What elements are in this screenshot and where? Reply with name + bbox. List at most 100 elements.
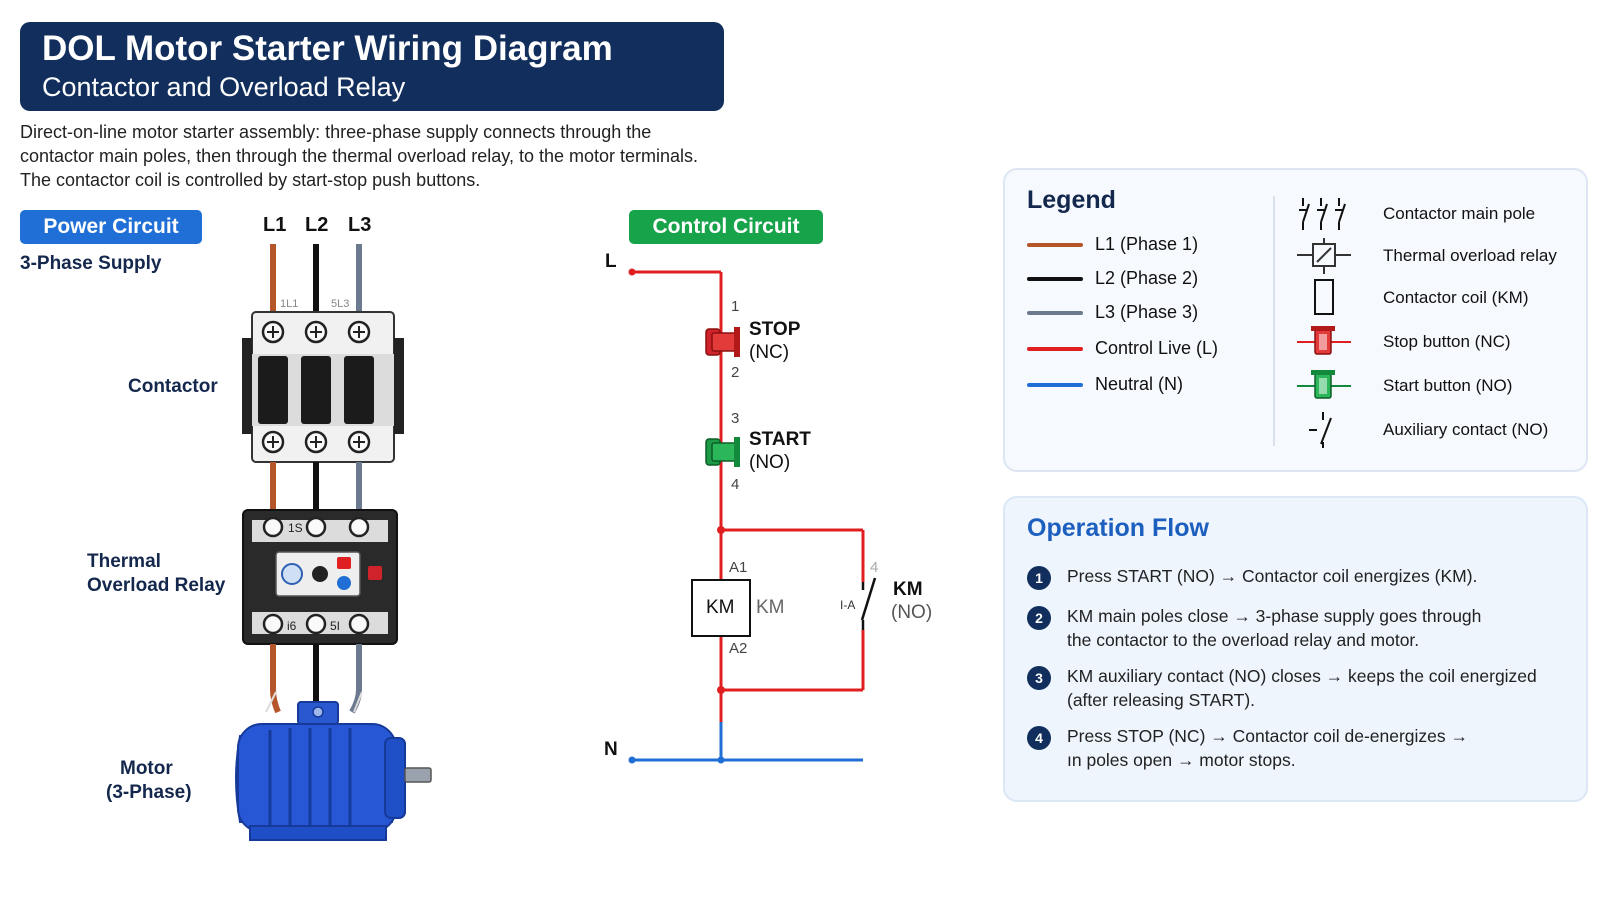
- aux-contact-icon: [860, 577, 877, 630]
- supply-wires: [270, 244, 362, 314]
- step-text: Press STOP (NC) → Contactor coil de-ener…: [1067, 724, 1577, 772]
- legend-wire-l1: L1 (Phase 1): [1027, 232, 1198, 256]
- relay-mark-3: 5I: [330, 619, 340, 633]
- terminal-4: 4: [731, 476, 740, 493]
- legend-card: Legend L1 (Phase 1) L2 (Phase 2) L3 (Pha…: [1003, 168, 1588, 472]
- legend-symbol-label: Thermal overload relay: [1383, 246, 1557, 265]
- wire-swatch: [1027, 311, 1083, 316]
- intro-line-2: contactor main poles, then through the t…: [20, 146, 699, 166]
- stop-button-icon: [705, 327, 740, 357]
- coil-box-label: KM: [706, 597, 735, 618]
- terminal-aux-4: 4: [870, 559, 879, 576]
- step-number-badge: 4: [1027, 726, 1051, 750]
- supply-label: 3-Phase Supply: [20, 253, 162, 274]
- step-line: KM main poles close → 3-phase supply goe…: [1067, 606, 1482, 626]
- relay-mark-1: 1S: [288, 521, 303, 535]
- contactor-label: Contactor: [128, 376, 218, 397]
- legend-symbol-label: Auxiliary contact (NO): [1383, 420, 1549, 439]
- control-l-label: L: [605, 251, 617, 272]
- overload-relay-icon: [1297, 238, 1351, 274]
- terminal-2: 2: [731, 364, 740, 381]
- step-text: Press START (NO) → Contactor coil energi…: [1067, 564, 1577, 588]
- neutral-terminal-dot: [628, 756, 636, 764]
- neutral-junction-dot: [717, 756, 725, 764]
- junction-dot-bottom: [717, 686, 725, 694]
- legend-wire-label: L1 (Phase 1): [1095, 234, 1199, 254]
- stop-type: (NC): [749, 342, 790, 363]
- flow-title: Operation Flow: [1027, 514, 1209, 542]
- start-type: (NO): [749, 452, 791, 473]
- junction-dot-top: [717, 526, 725, 534]
- coil-side-label: KM: [756, 597, 785, 618]
- stop-name: STOP: [749, 319, 801, 340]
- coil-icon: [691, 579, 751, 637]
- motor-label-2: (3-Phase): [106, 782, 192, 803]
- stop-button-icon: [1297, 326, 1351, 355]
- control-live-wire: [632, 270, 865, 722]
- step-line: Press START (NO) → Contactor coil energi…: [1067, 566, 1478, 586]
- wiring-diagram: 1L1 5L3 1S i6 5I: [235, 244, 877, 841]
- terminal-a2: A2: [729, 640, 748, 657]
- live-terminal-dot: [628, 268, 636, 276]
- control-circuit-pill: Control Circuit: [629, 210, 823, 244]
- aux-name: KM: [893, 579, 923, 600]
- step-line: Press STOP (NC) → Contactor coil de-ener…: [1067, 726, 1469, 746]
- control-n-label: N: [604, 739, 618, 760]
- step-line: the contactor to the overload relay and …: [1067, 630, 1420, 650]
- terminal-3: 3: [731, 410, 740, 427]
- page-subtitle: Contactor and Overload Relay: [42, 72, 406, 102]
- overload-label-2: Overload Relay: [87, 575, 226, 596]
- wire-swatch: [1027, 277, 1083, 282]
- legend-wire-label: L3 (Phase 3): [1095, 302, 1199, 322]
- overload-relay-body: [242, 509, 398, 645]
- overload-label-1: Thermal: [87, 551, 161, 572]
- title-banner: DOL Motor Starter Wiring Diagram Contact…: [20, 22, 724, 111]
- legend-wire-label: Control Live (L): [1095, 338, 1219, 358]
- legend-wire-neutral: Neutral (N): [1027, 372, 1183, 396]
- legend-wire-l2: L2 (Phase 2): [1027, 266, 1198, 290]
- legend-title: Legend: [1027, 186, 1116, 214]
- terminal-a1: A1: [729, 559, 748, 576]
- aux-contact-icon: [1309, 412, 1332, 448]
- step-number-badge: 3: [1027, 666, 1051, 690]
- neutral-wire: [632, 722, 863, 762]
- step-line: ın poles open → motor stops.: [1067, 750, 1296, 770]
- step-text: KM main poles close → 3-phase supply goe…: [1067, 604, 1577, 652]
- step-number-badge: 2: [1027, 606, 1051, 630]
- page-title: DOL Motor Starter Wiring Diagram: [42, 29, 613, 68]
- contactor-mark-2: 5L3: [331, 298, 349, 310]
- intro-line-3: The contactor coil is controlled by star…: [20, 170, 481, 190]
- contactor-mark-1: 1L1: [280, 298, 298, 310]
- step-number-badge: 1: [1027, 566, 1051, 590]
- start-name: START: [749, 429, 811, 450]
- wire-swatch: [1027, 347, 1083, 352]
- step-line: KM auxiliary contact (NO) closes → keeps…: [1067, 666, 1537, 686]
- terminal-1: 1: [731, 298, 740, 315]
- motor-body: [235, 701, 432, 841]
- legend-wire-label: L2 (Phase 2): [1095, 268, 1199, 288]
- legend-divider: [1273, 196, 1275, 446]
- legend-wire-l3: L3 (Phase 3): [1027, 300, 1198, 324]
- start-button-icon: [705, 437, 740, 467]
- relay-mark-2: i6: [287, 619, 297, 633]
- phase-l2-label: L2: [305, 214, 329, 236]
- contactor-body: [242, 311, 404, 463]
- intro-text: Direct-on-line motor starter assembly: t…: [20, 120, 780, 192]
- start-button-icon: [1297, 370, 1351, 399]
- wire-swatch: [1027, 243, 1083, 248]
- legend-wire-live: Control Live (L): [1027, 336, 1218, 360]
- legend-symbol-label: Start button (NO): [1383, 376, 1513, 395]
- power-circuit-pill: Power Circuit: [20, 210, 202, 244]
- phase-l1-label: L1: [263, 214, 287, 236]
- step-line: (after releasing START).: [1067, 690, 1256, 710]
- wire-swatch: [1027, 383, 1083, 388]
- legend-wire-label: Neutral (N): [1095, 374, 1184, 394]
- motor-label-1: Motor: [120, 758, 173, 779]
- intro-line-1: Direct-on-line motor starter assembly: t…: [20, 122, 652, 142]
- aux-type: (NO): [891, 602, 933, 623]
- contactor-pole-icon: [1299, 198, 1346, 230]
- aux-mark: I-A: [840, 598, 856, 612]
- operation-flow-card: Operation Flow 1 Press START (NO) → Cont…: [1003, 496, 1588, 802]
- contactor-to-relay-wires: [270, 462, 362, 512]
- coil-icon: [1314, 279, 1334, 315]
